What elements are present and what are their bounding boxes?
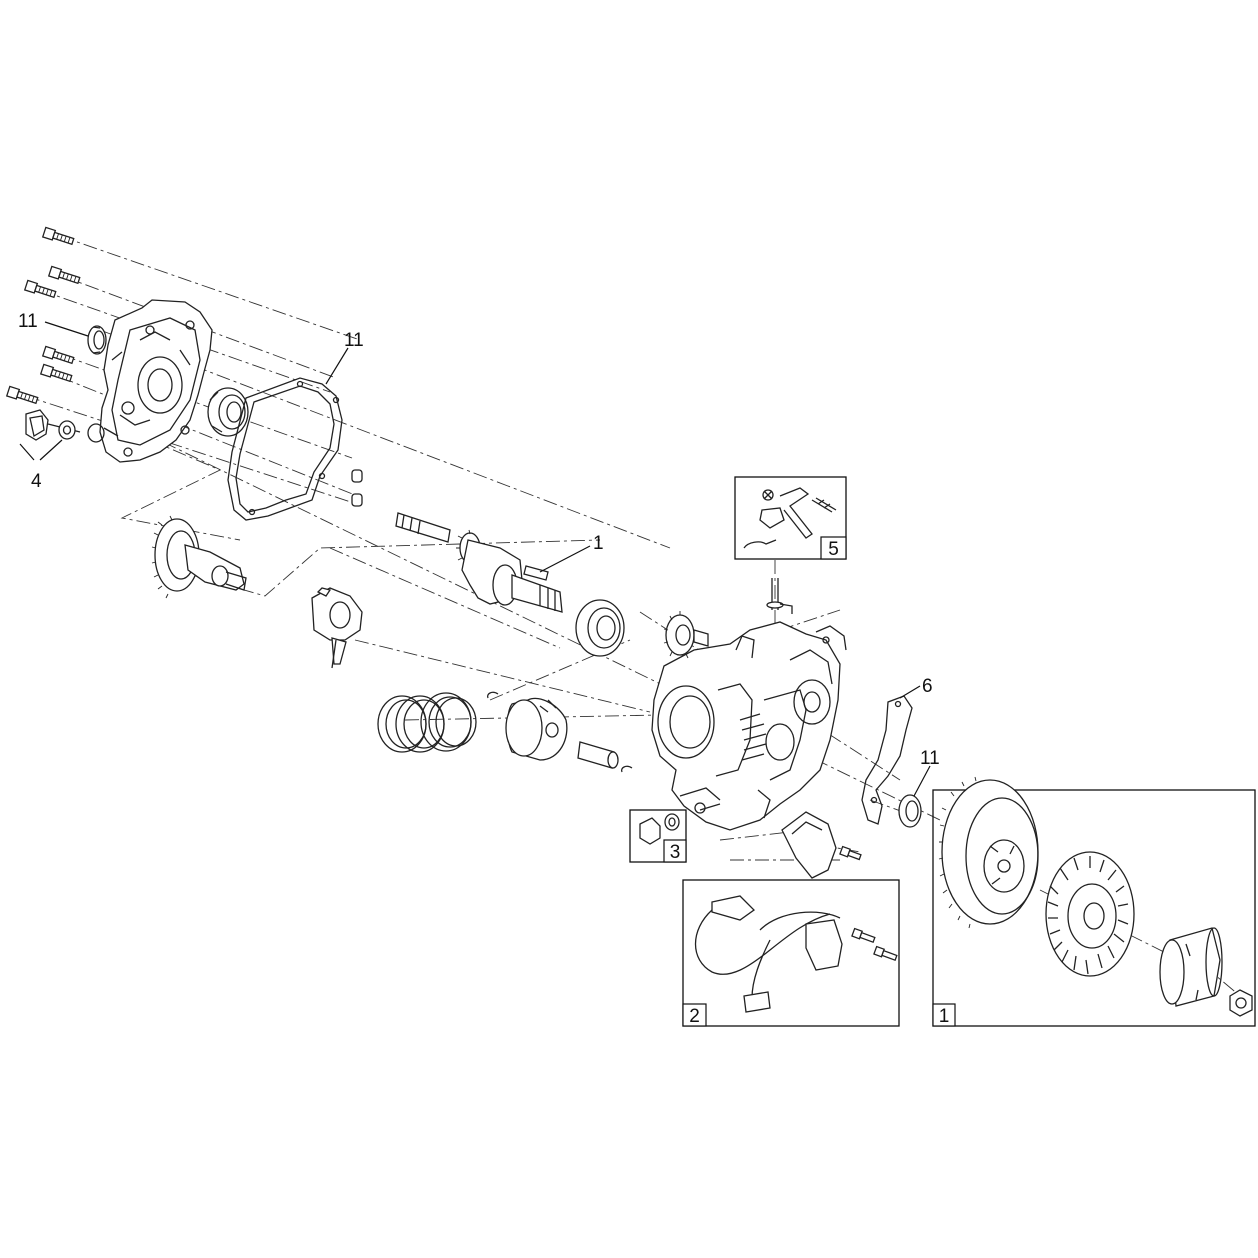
main-bearing-cover <box>207 387 249 437</box>
piston <box>505 697 568 761</box>
cover-bolt <box>23 279 57 299</box>
governor-arm-kit: 5 <box>734 476 847 560</box>
callout-gasket-right: 6 <box>899 676 933 699</box>
kit-number-ignition: 2 <box>689 1006 700 1027</box>
callout-number: 11 <box>344 330 364 351</box>
cover-bolt <box>41 345 75 365</box>
piston-ring-set <box>377 692 477 753</box>
crank-bearing <box>575 599 625 657</box>
callout-seal-right: 11 <box>913 748 940 797</box>
dowel-pin <box>351 469 363 483</box>
piston-clip <box>620 765 633 773</box>
piston-clip <box>486 691 499 699</box>
kit-number-drain-bolt: 3 <box>670 842 681 863</box>
callout-number: 1 <box>593 533 604 554</box>
kit-number-flywheel: 1 <box>939 1006 950 1027</box>
callout-number: 4 <box>31 471 42 492</box>
governor-gear <box>663 611 709 659</box>
camshaft <box>151 515 247 599</box>
cover-bolt <box>41 226 75 246</box>
side-gasket <box>861 695 913 825</box>
callout-number: 11 <box>18 311 38 332</box>
cover-bolt <box>47 265 81 285</box>
callout-number: 6 <box>922 676 933 697</box>
connecting-rod <box>311 587 363 669</box>
cover-gasket <box>227 377 343 521</box>
dowel-pin <box>351 493 363 507</box>
cover-bolt <box>5 385 39 405</box>
callout-crankshaft: 1 <box>539 533 604 573</box>
governor-shaft <box>766 578 793 614</box>
callout-drain-plug: 4 <box>19 439 63 492</box>
kit-number-governor: 5 <box>828 539 839 560</box>
piston-pin <box>577 741 619 769</box>
callout-seal-top-left: 11 <box>18 311 89 337</box>
breather-plate <box>781 811 862 879</box>
drain-oring <box>87 423 105 443</box>
oil-seal-right <box>898 794 922 828</box>
ignition-coil-kit: 2 <box>682 879 900 1027</box>
flywheel-kit: 1 <box>932 776 1256 1027</box>
oil-seal-left <box>87 325 107 355</box>
cover-bolt <box>39 363 73 383</box>
callout-gasket-cover: 11 <box>325 330 364 385</box>
crankcase-cover <box>99 299 213 463</box>
engine-block <box>651 621 847 831</box>
drain-washer <box>58 420 76 440</box>
drain-bolt-kit: 3 <box>629 809 687 863</box>
callout-number: 11 <box>920 748 940 769</box>
crankshaft <box>395 512 563 613</box>
